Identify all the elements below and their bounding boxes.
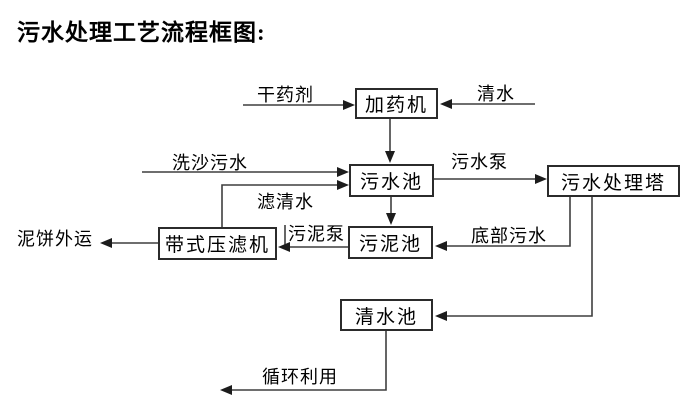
label-recycling: 循环利用 [262, 367, 338, 387]
arrow-down-icon [386, 213, 396, 225]
node-sewage-treatment-tower: 污水处理塔 [547, 165, 680, 197]
edge-filtered-water-line [221, 184, 337, 227]
arrow-down-icon [385, 151, 395, 163]
arrow-left-icon [100, 238, 112, 248]
label-mud-cake-transport: 泥饼外运 [17, 229, 93, 249]
arrow-left-icon [278, 242, 290, 252]
arrow-left-icon [220, 385, 232, 395]
arrow-right-icon [343, 100, 355, 110]
edge-recycling-line [232, 331, 387, 391]
label-sand-washing-sewage: 洗沙污水 [172, 153, 248, 173]
label-filtered-water: 滤清水 [257, 192, 314, 212]
node-sludge-pool: 污泥池 [348, 226, 433, 259]
arrow-left-icon [435, 241, 447, 251]
label-dry-chemical: 干药剂 [257, 85, 314, 105]
arrow-right-icon [535, 174, 547, 184]
arrow-right-icon [337, 180, 349, 190]
page-title: 污水处理工艺流程框图: [17, 20, 266, 45]
node-belt-filter-press: 带式压滤机 [158, 227, 277, 260]
arrow-left-icon [440, 99, 452, 109]
node-sewage-pool: 污水池 [349, 164, 434, 197]
edge-tower-to-clean-pool-line [447, 197, 593, 317]
arrow-right-icon [337, 167, 349, 177]
edge-bottom-sewage-line [447, 197, 571, 247]
node-dosing-machine: 加药机 [355, 88, 438, 119]
label-bottom-sewage: 底部污水 [471, 226, 547, 246]
arrow-left-icon [435, 311, 447, 321]
node-clean-water-pool: 清水池 [340, 299, 433, 331]
label-sludge-pump: 污泥泵 [288, 224, 345, 244]
label-sewage-pump: 污水泵 [451, 152, 508, 172]
label-clean-water: 清水 [477, 84, 515, 104]
